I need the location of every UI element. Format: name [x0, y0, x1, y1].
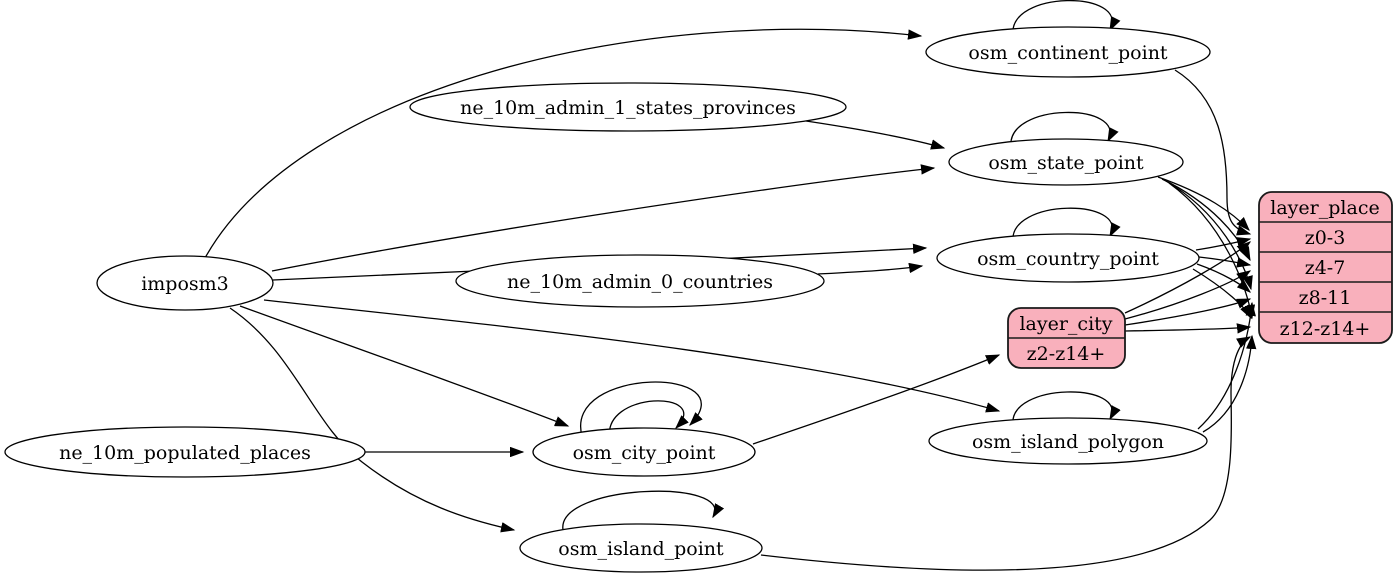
node-ne-10m-admin-0-countries: ne_10m_admin_0_countries: [455, 254, 825, 308]
node-osm-state-point: osm_state_point: [948, 138, 1184, 186]
osm-country-point-ellipse: [936, 233, 1200, 283]
ne-10m-populated-places-label: ne_10m_populated_places: [59, 442, 311, 464]
edge-osm-country-point-to-layer-place-z4-7: [1198, 256, 1252, 268]
layer-city-row-z2-z14: z2-z14+: [1027, 343, 1106, 365]
imposm3-ellipse: [96, 255, 274, 311]
ne-10m-admin-1-ellipse: [409, 82, 847, 132]
osm-island-polygon-label: osm_island_polygon: [972, 431, 1164, 453]
node-osm-city-point: osm_city_point: [532, 427, 756, 477]
edge-self-loop-inner-osm-city-point: [608, 400, 689, 441]
osm-island-point-ellipse: [519, 523, 763, 573]
edge-self-loop-osm-state-point: [1010, 111, 1119, 148]
ne-10m-admin-0-label: ne_10m_admin_0_countries: [507, 271, 773, 293]
edge-imposm3-to-osm-state-point: [271, 164, 936, 272]
edge-ne-10m-admin-1-to-osm-state-point: [805, 120, 946, 150]
edge-layer-city-to-layer-place-z8-11: [1124, 298, 1252, 326]
edge-osm-state-point-to-layer-place-z0-3: [1157, 176, 1250, 231]
edge-self-loop-osm-island-polygon: [1012, 391, 1121, 426]
edge-imposm3-to-osm-island-polygon: [263, 299, 1001, 413]
osm-continent-point-ellipse: [925, 26, 1211, 78]
osm-country-point-label: osm_country_point: [977, 248, 1159, 270]
edge-imposm3-to-osm-continent-point: [204, 28, 923, 259]
edge-self-loop-osm-country-point: [1012, 207, 1121, 243]
edge-layer-city-to-layer-place-z4-7: [1124, 270, 1252, 320]
edge-osm-city-point-to-layer-city: [752, 354, 1001, 445]
record-layer-city: layer_city z2-z14+: [1007, 307, 1126, 369]
node-ne-10m-populated-places: ne_10m_populated_places: [4, 426, 366, 478]
imposm3-label: imposm3: [141, 273, 229, 295]
osm-island-polygon-ellipse: [928, 417, 1208, 465]
osm-city-point-label: osm_city_point: [573, 442, 716, 464]
edge-imposm3-to-osm-island-point: [229, 307, 516, 533]
record-layer-place: layer_place z0-3 z4-7 z8-11 z12-z14+: [1258, 191, 1393, 344]
node-osm-country-point: osm_country_point: [936, 233, 1200, 283]
edge-osm-island-polygon-to-layer-place-z8-11: [1197, 301, 1256, 430]
edge-layer-city-to-layer-place-z0-3: [1124, 241, 1252, 314]
node-ne-10m-admin-1-states-provinces: ne_10m_admin_1_states_provinces: [409, 82, 847, 132]
edge-osm-island-point-to-layer-place-z12-z14: [760, 336, 1252, 571]
edge-self-loop-osm-continent-point: [1012, 0, 1121, 36]
edge-imposm3-to-osm-city-point: [239, 305, 570, 427]
layer-place-row-z12-z14: z12-z14+: [1280, 318, 1371, 340]
layer-city-title: layer_city: [1019, 313, 1112, 335]
node-osm-island-polygon: osm_island_polygon: [928, 417, 1208, 465]
edge-osm-continent-point-to-layer-place-z0-3: [1174, 69, 1252, 236]
osm-state-point-ellipse: [948, 138, 1184, 186]
edge-group: [204, 0, 1257, 571]
ne-10m-admin-0-ellipse: [455, 254, 825, 308]
edge-osm-country-point-to-layer-place-z0-3: [1195, 237, 1252, 251]
node-osm-island-point: osm_island_point: [519, 523, 763, 573]
layer-place-row-z8-11: z8-11: [1299, 287, 1352, 309]
layer-place-box: [1258, 191, 1393, 344]
edge-layer-city-to-layer-place-z12-z14: [1124, 323, 1252, 334]
osm-city-point-ellipse: [532, 427, 756, 477]
osm-state-point-label: osm_state_point: [988, 152, 1144, 174]
node-osm-continent-point: osm_continent_point: [925, 26, 1211, 78]
layer-place-row-z4-7: z4-7: [1305, 257, 1346, 279]
edge-ne-10m-admin-0-to-osm-country-point: [817, 262, 924, 275]
ne-10m-populated-places-ellipse: [4, 426, 366, 478]
ne-10m-admin-1-label: ne_10m_admin_1_states_provinces: [460, 97, 796, 119]
edge-self-loop-osm-island-point: [562, 490, 725, 531]
edge-self-loop-outer-osm-city-point: [579, 381, 703, 437]
layer-place-title: layer_place: [1270, 197, 1379, 219]
edge-osm-country-point-to-layer-place-z8-11: [1196, 263, 1251, 293]
osm-continent-point-label: osm_continent_point: [968, 42, 1168, 64]
osm-island-point-label: osm_island_point: [558, 538, 724, 560]
node-imposm3: imposm3: [96, 255, 274, 311]
layer-place-row-z0-3: z0-3: [1305, 227, 1346, 249]
edge-osm-island-polygon-to-layer-place-z12-z14: [1202, 334, 1257, 433]
